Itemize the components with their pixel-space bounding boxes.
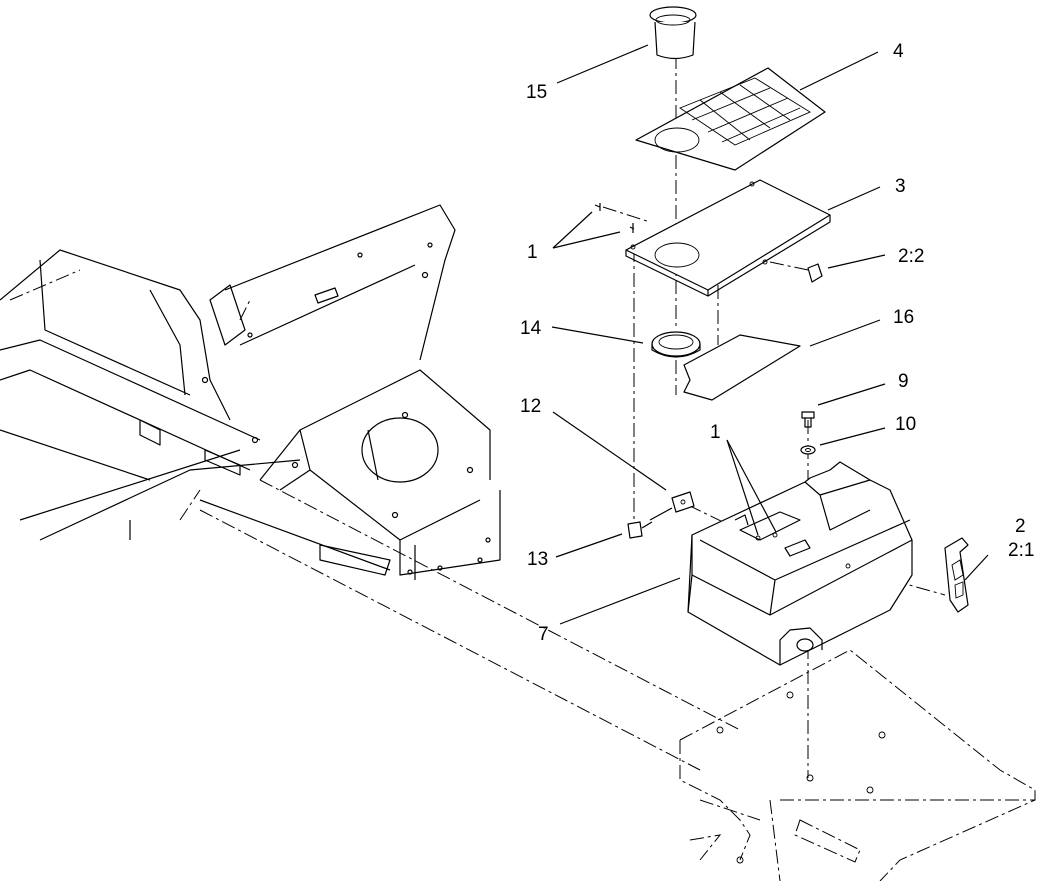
part-latch-pin [627,521,653,539]
callout-14: 14 [520,318,542,339]
callout-16: 16 [893,307,914,328]
callout-4: 4 [893,41,904,62]
part-clip-small [769,261,823,283]
callout-2-1: 2:1 [1008,540,1034,561]
callout-7: 7 [538,624,549,645]
callout-12: 12 [520,396,541,417]
callout-2-2: 2:2 [898,246,924,267]
part-pad [683,334,801,401]
callout-15: 15 [526,82,547,103]
floor-plate [679,649,1036,881]
part-washer [800,445,816,455]
part-grommet [651,331,701,358]
callout-1-top: 1 [527,242,538,263]
callout-numbers: 15 4 3 1 2:2 14 16 9 12 10 1 13 2 2:1 7 [520,41,1034,645]
part-latch-bracket [649,491,695,521]
part-console-base [687,461,913,666]
callout-2: 2 [1015,516,1026,537]
part-screws-top [594,203,651,233]
leader-lines [551,44,989,625]
callout-13: 13 [527,549,548,570]
callout-3: 3 [895,176,906,197]
part-cup-holder [649,6,697,60]
callout-10: 10 [895,414,916,435]
part-bolt [801,411,815,428]
callout-9: 9 [898,371,909,392]
part-cover-plate [625,179,831,297]
part-decal [635,67,826,171]
part-side-latch [944,537,969,613]
callout-1-mid: 1 [710,422,721,443]
frame-assembly [0,204,741,771]
